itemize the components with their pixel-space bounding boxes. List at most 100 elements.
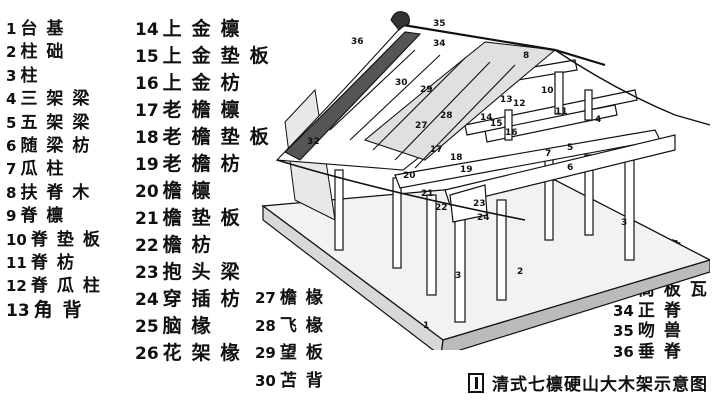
callout-label: 18 <box>450 153 463 163</box>
legend-number: 6 <box>6 137 17 155</box>
roof <box>275 23 710 221</box>
callouts: 1 2 3 3 4 5 6 7 8 10 11 12 13 14 15 16 1… <box>307 19 627 331</box>
legend-term: 上金枋 <box>162 72 250 94</box>
five-rafter-beam <box>444 134 676 206</box>
figure-mark-icon <box>468 372 484 393</box>
legend-term: 老檐檩 <box>162 99 250 121</box>
legend-number: 16 <box>135 74 159 94</box>
legend-term: 上金檩 <box>162 18 250 40</box>
melon-column <box>504 109 513 141</box>
callout-label: 35 <box>433 19 446 29</box>
legend-number: 8 <box>6 183 17 202</box>
callout-label: 3 <box>455 271 461 281</box>
beams <box>394 59 676 223</box>
callout-label: 12 <box>513 99 526 109</box>
column <box>496 199 507 301</box>
legend-number: 14 <box>135 20 159 40</box>
legend-number: 29 <box>255 344 276 362</box>
callout-label: 17 <box>430 145 443 155</box>
legend-number: 15 <box>135 47 159 67</box>
legend-term: 脊瓜柱 <box>30 276 109 297</box>
legend-number: 3 <box>6 66 17 85</box>
legend-term: 望板 <box>279 343 332 363</box>
legend-number: 12 <box>6 277 27 296</box>
callout-label: 22 <box>435 203 448 213</box>
column <box>426 194 437 296</box>
legend-term: 檐椽 <box>279 288 332 308</box>
structure-illustration: 1 2 3 3 4 5 6 7 8 10 11 12 13 14 15 16 1… <box>261 11 710 350</box>
callout-label: 24 <box>477 213 490 223</box>
legend-number: 27 <box>255 289 276 307</box>
legend-number: 7 <box>6 160 17 179</box>
legend-number: 35 <box>613 322 634 340</box>
legend-number: 20 <box>135 182 159 202</box>
platform-front <box>262 204 444 350</box>
legend-term: 脊檩 <box>20 206 73 227</box>
callout-label: 29 <box>420 85 433 95</box>
legend-number: 23 <box>135 263 159 283</box>
legend-number: 34 <box>613 301 634 320</box>
legend-term: 五架梁 <box>20 112 99 133</box>
legend-term: 瓜柱 <box>20 159 73 180</box>
legend-number: 24 <box>135 290 159 310</box>
legend-number: 2 <box>6 43 17 62</box>
rear-roof <box>554 49 710 126</box>
legend-term: 老檐垫板 <box>162 126 279 148</box>
legend-number: 9 <box>6 207 17 226</box>
callout-label: 5 <box>567 143 573 153</box>
legend-term: 正脊 <box>637 300 690 321</box>
callout-label: 19 <box>460 165 473 175</box>
legend-term: 角背 <box>33 298 92 321</box>
callout-label: 27 <box>415 121 428 131</box>
callout-label: 32 <box>307 137 320 147</box>
callout-label: 10 <box>541 86 554 96</box>
callout-label: 23 <box>473 199 486 209</box>
legend-term: 脑椽 <box>162 315 221 337</box>
head-beam <box>449 184 488 223</box>
column <box>454 209 466 323</box>
legend-term: 柱础 <box>20 42 73 63</box>
legend-number: 28 <box>255 316 276 335</box>
legend-number: 11 <box>6 254 27 272</box>
melon-column <box>584 89 593 121</box>
legend-term: 老檐枋 <box>162 153 250 175</box>
legend-number: 13 <box>6 300 30 321</box>
legend-term: 柱 <box>20 65 47 86</box>
callout-label: 7 <box>545 149 551 159</box>
column <box>624 149 635 261</box>
legend-term: 飞椽 <box>279 315 332 336</box>
callout-label: 16 <box>505 128 518 138</box>
legend-number: 19 <box>135 155 159 175</box>
tile-layer <box>284 31 422 161</box>
legend-term: 三架梁 <box>20 89 99 110</box>
legend-term: 抱头梁 <box>162 261 250 283</box>
legend-number: 22 <box>135 236 159 256</box>
legend-term: 穿插枋 <box>162 288 250 310</box>
legend-term: 扶脊木 <box>20 182 99 203</box>
column <box>334 169 344 251</box>
